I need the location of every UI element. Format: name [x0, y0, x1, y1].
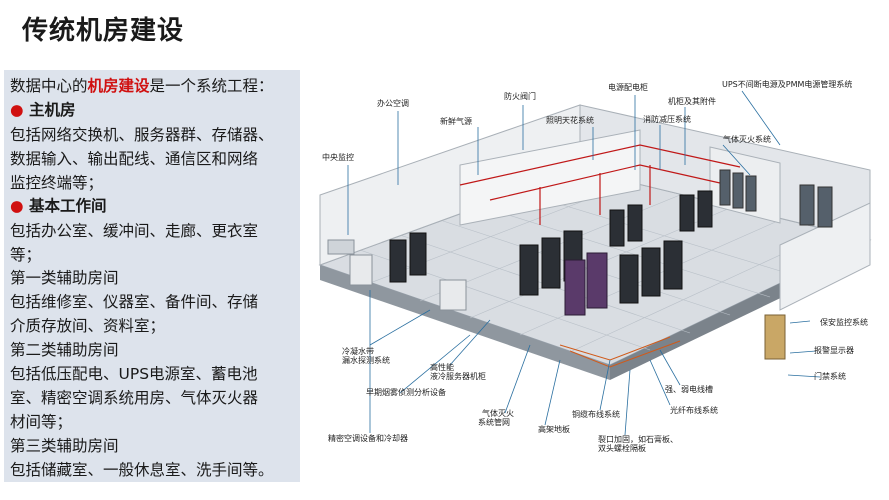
label-copper-cable: 铜缆布线系统	[572, 410, 620, 419]
label-office-ac: 办公空调	[377, 99, 409, 108]
intro-highlight: 机房建设	[87, 77, 150, 95]
aux3-heading: 第三类辅助房间	[10, 437, 119, 455]
door	[764, 314, 786, 360]
label-ups-pmm: UPS不间断电源及PMM电源管理系统	[722, 80, 853, 89]
floor-slab-front	[320, 265, 610, 380]
label-fiber-cable: 光纤布线系统	[670, 406, 718, 415]
label-precision-ac: 精密空调设备和冷却器	[328, 434, 408, 443]
label-racks: 机柜及其附件	[668, 97, 716, 106]
label-alarm-display: 报警显示器	[814, 346, 854, 355]
label-fire-pressure: 消防减压系统	[643, 115, 691, 124]
label-condensate: 冷凝水带	[342, 347, 374, 356]
page-title: 传统机房建设	[22, 16, 185, 46]
aux1-line: 介质存放间、资料室；	[10, 317, 166, 335]
label-strong-weak: 强、弱电线槽	[665, 385, 713, 394]
label-gas-pipe-2: 系统管网	[478, 418, 510, 427]
aux2-line: 室、精密空调系统用房、气体灭火器	[10, 389, 259, 407]
intro-prefix: 数据中心的	[10, 77, 88, 95]
partition-wall	[779, 202, 871, 311]
main-room-line: 数据输入、输出配线、通信区和网络	[10, 150, 259, 168]
label-power-cabinet: 电源配电柜	[608, 83, 648, 92]
datacenter-illustration	[318, 90, 872, 436]
aux1-line: 包括维修室、仪器室、备件间、存储	[10, 293, 259, 311]
label-raised-floor: 高架地板	[538, 425, 570, 434]
intro-suffix: 是一个系统工程：	[149, 77, 274, 95]
aux2-line: 材间等；	[10, 413, 73, 431]
label-fresh-air: 新鲜气源	[440, 117, 472, 126]
label-hd-cooling-2: 液冷服务器机柜	[430, 372, 486, 381]
label-fire-valve: 防火阀门	[504, 92, 536, 101]
label-gas-fire: 气体灭火系统	[723, 135, 771, 144]
ups-battery-racks	[719, 169, 833, 228]
work-room-line: 包括办公室、缓冲间、走廊、更衣室	[10, 222, 259, 240]
aux1-heading: 第一类辅助房间	[10, 269, 119, 287]
bullet-icon: ●	[10, 197, 24, 215]
aux2-heading: 第二类辅助房间	[10, 341, 119, 359]
intro-line: 数据中心的机房建设是一个系统工程：	[10, 74, 274, 96]
monitor-desk	[327, 239, 355, 255]
work-room-line: 等；	[10, 246, 42, 264]
main-room-heading: ● 主机房	[10, 101, 76, 119]
label-lighting: 照明天花系统	[546, 116, 594, 125]
precision-ac-units	[349, 254, 467, 311]
label-door-system: 门禁系统	[814, 372, 846, 381]
label-early-smoke: 早期烟雾侦测分析设备	[366, 388, 446, 397]
liquid-cooled-racks	[564, 252, 608, 316]
label-central-monitor: 中央监控	[322, 153, 354, 162]
fire-pipe-network	[459, 144, 741, 225]
label-leak-detect: 漏水探测系统	[342, 356, 390, 365]
datacenter-diagram: 办公空调 防火阀门 电源配电柜 UPS不间断电源及PMM电源管理系统 新鲜气源 …	[310, 75, 885, 495]
aux2-line: 包括低压配电、UPS电源室、蓄电池	[10, 365, 258, 383]
bullet-icon: ●	[10, 101, 24, 119]
main-room-line: 包括网络交换机、服务器群、存储器、	[10, 126, 274, 144]
label-reinforce: 裂口加固，如石膏板、	[598, 435, 678, 444]
callout-lines	[347, 90, 821, 436]
aux3-line: 包括储藏室、一般休息室、洗手间等。	[10, 461, 274, 479]
work-room-heading: ● 基本工作间	[10, 197, 107, 215]
text-panel: 数据中心的机房建设是一个系统工程： ● 主机房 包括网络交换机、服务器群、存储器…	[4, 70, 300, 482]
label-hd-cooling: 高性能	[430, 363, 454, 372]
main-room-line: 监控终端等；	[10, 174, 104, 192]
label-security-monitor: 保安监控系统	[820, 318, 868, 327]
label-reinforce-2: 双头螺栓隔板	[598, 444, 646, 453]
label-gas-pipe: 气体灭火	[482, 409, 514, 418]
